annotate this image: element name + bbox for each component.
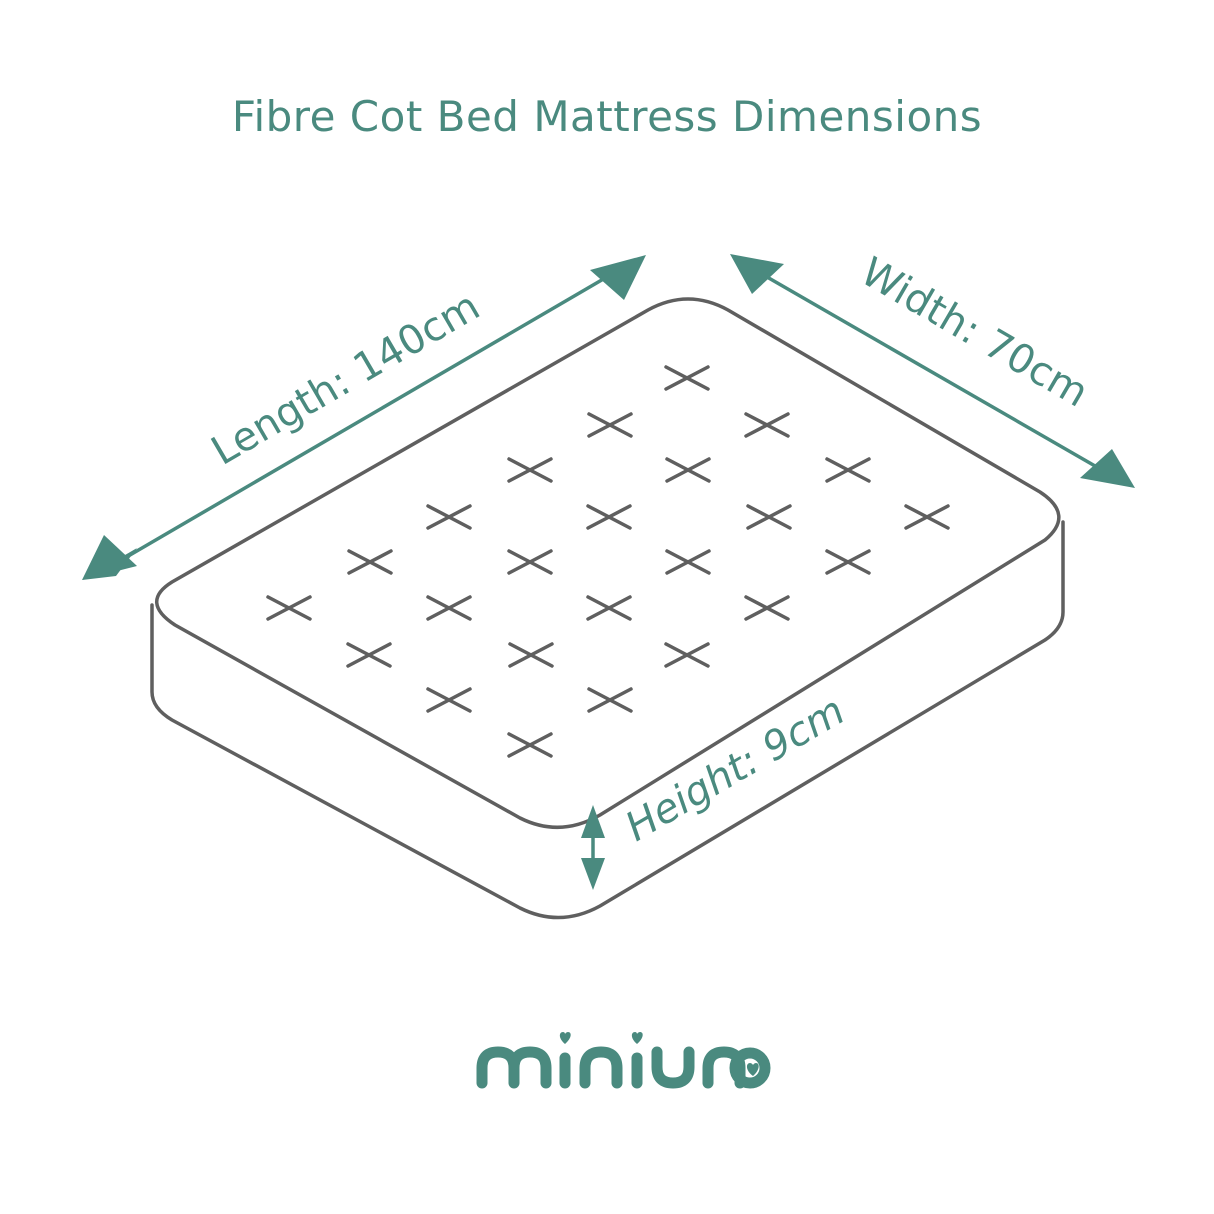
quilt-x-icon — [266, 595, 312, 621]
quilt-x-icon — [347, 549, 393, 575]
quilt-x-icon — [744, 412, 790, 438]
quilt-x-icon — [507, 549, 553, 575]
quilt-x-icon — [346, 642, 392, 668]
heart-icon — [746, 1063, 759, 1076]
arrowhead-icon — [581, 805, 605, 838]
arrowhead-icon — [730, 254, 784, 294]
brand-logo — [476, 1046, 746, 1089]
quilt-x-icon — [586, 504, 632, 530]
logo-o — [729, 1047, 771, 1089]
quilt-x-icon — [507, 457, 553, 483]
quilting-marks — [266, 365, 950, 758]
arrowhead-icon — [581, 858, 605, 890]
quilt-x-icon — [426, 687, 472, 713]
quilt-x-icon — [587, 687, 633, 713]
brand-logo-accents — [559, 1032, 643, 1044]
mattress-outline — [150, 297, 1065, 920]
arrowhead-icon — [82, 535, 137, 580]
quilt-x-icon — [426, 595, 472, 621]
length-arrow — [82, 255, 646, 580]
quilt-x-icon — [825, 549, 871, 575]
quilt-x-icon — [664, 365, 710, 391]
quilt-x-icon — [904, 504, 950, 530]
width-arrow — [730, 254, 1135, 488]
quilt-x-icon — [744, 595, 790, 621]
quilt-x-icon — [507, 732, 553, 758]
quilt-x-icon — [586, 595, 632, 621]
length-label: Length: 140cm — [204, 283, 488, 474]
mattress-top-face — [155, 297, 1061, 829]
width-label: Width: 70cm — [853, 249, 1096, 417]
arrowhead-icon — [1080, 449, 1135, 488]
quilt-x-icon — [426, 504, 472, 530]
page-title: Fibre Cot Bed Mattress Dimensions — [231, 92, 983, 141]
quilt-x-icon — [508, 642, 554, 668]
heart-icon — [559, 1032, 571, 1044]
quilt-x-icon — [825, 457, 871, 483]
mattress-left-side — [150, 520, 1065, 920]
quilt-x-icon — [665, 549, 711, 575]
quilt-x-icon — [664, 642, 710, 668]
heart-icon — [631, 1032, 643, 1044]
quilt-x-icon — [587, 412, 633, 438]
quilt-x-icon — [746, 504, 792, 530]
quilt-x-icon — [665, 457, 711, 483]
height-arrow — [581, 805, 605, 890]
arrowhead-icon — [590, 255, 646, 300]
